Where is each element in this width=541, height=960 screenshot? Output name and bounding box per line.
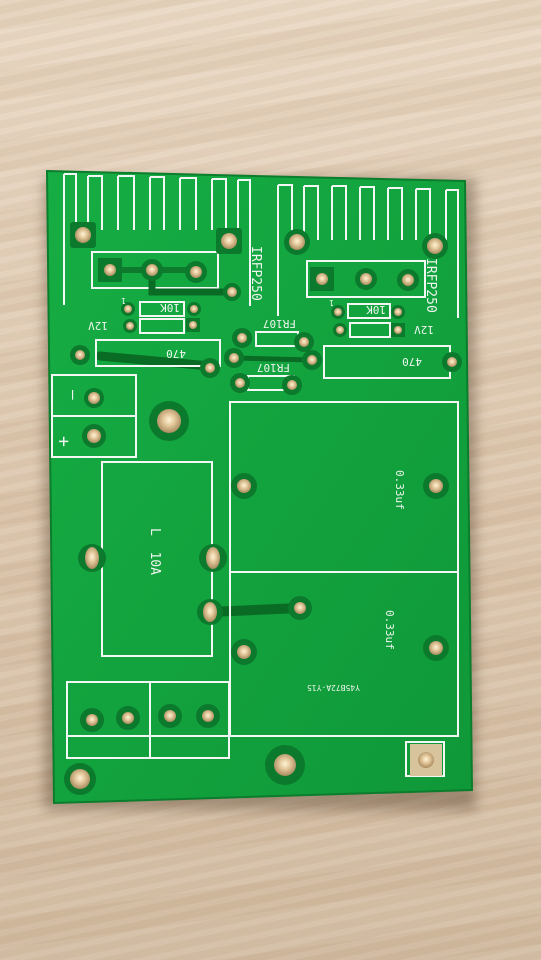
label-12v-right: 12V [414, 323, 434, 336]
label-minus: — [64, 390, 83, 400]
label-board-code: Y45B72A-Y15 [307, 683, 360, 692]
label-pin1-left: 1 [121, 296, 126, 305]
label-cap-bottom: 0.33uf [383, 610, 396, 650]
label-irfp250-left: IRFP250 [248, 246, 263, 301]
label-12v-left: 12V [88, 319, 108, 332]
heatsink-outline-right [277, 184, 459, 318]
mosfet-footprint-right [306, 260, 426, 298]
label-cap-top: 0.33uf [393, 470, 406, 510]
label-pin1-right: 1 [329, 298, 334, 307]
label-irfp250-right: IRFP250 [423, 258, 438, 313]
label-inductor: L 10A [147, 528, 162, 575]
label-470-left: 470 [166, 347, 186, 360]
label-fr107-bottom: FR107 [257, 361, 290, 374]
heatsink-outline-left [63, 173, 251, 306]
silkscreen-labels: IRFP250 IRFP250 10K 10K 12V 12V 1 1 470 … [53, 246, 438, 692]
label-plus: + [53, 436, 74, 447]
through-hole-pads [64, 222, 462, 795]
label-fr107-top: FR107 [263, 317, 296, 330]
label-10k-right: 10K [366, 303, 386, 316]
label-10k-left: 10K [160, 301, 180, 314]
label-470-right: 470 [402, 355, 422, 368]
pcb-substrate [45, 169, 474, 805]
